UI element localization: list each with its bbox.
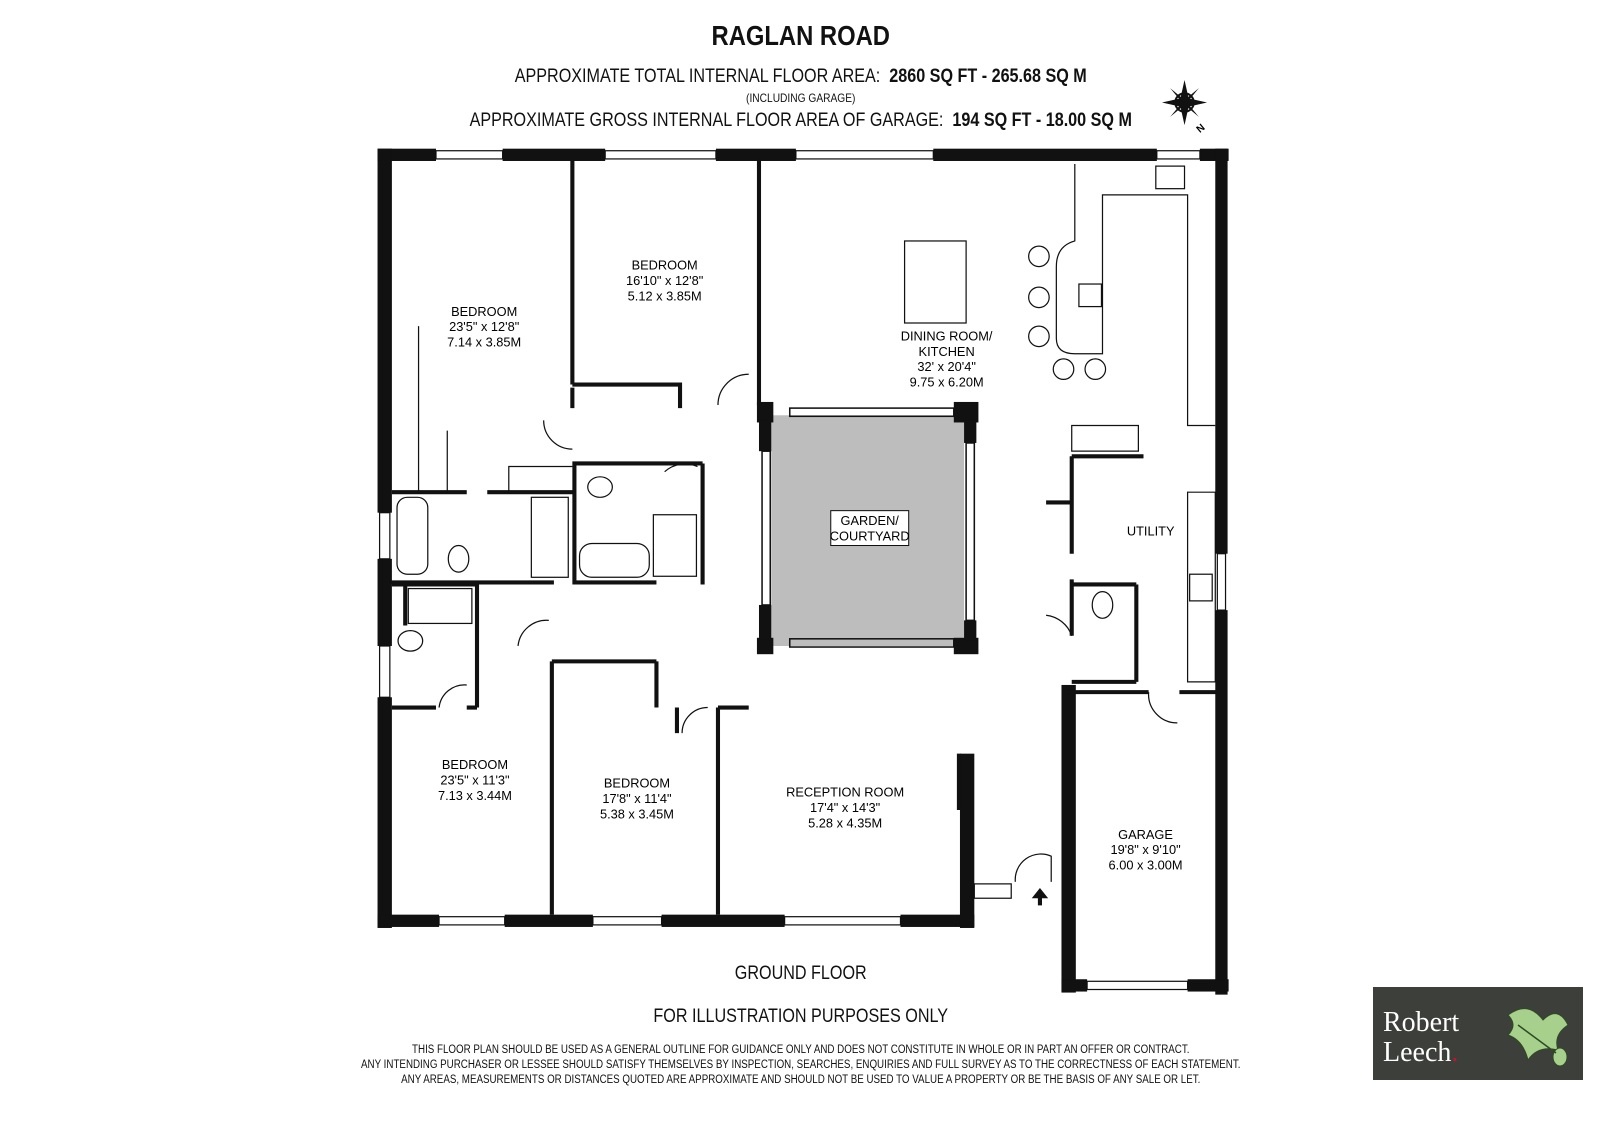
garage-area: APPROXIMATE GROSS INTERNAL FLOOR AREA OF… (121, 110, 1481, 132)
svg-text:5.28 x 4.35M: 5.28 x 4.35M (808, 815, 882, 830)
svg-text:17'8" x 11'4": 17'8" x 11'4" (602, 791, 671, 806)
svg-text:5.12 x 3.85M: 5.12 x 3.85M (628, 288, 702, 303)
outer-walls (377, 148, 1229, 995)
oak-leaf-icon (1507, 1008, 1569, 1067)
svg-text:BEDROOM: BEDROOM (604, 775, 670, 790)
svg-text:23'5" x 12'8": 23'5" x 12'8" (449, 319, 519, 334)
svg-text:23'5" x 11'3": 23'5" x 11'3" (440, 772, 509, 787)
svg-text:BEDROOM: BEDROOM (632, 258, 698, 273)
entrance-arrow-icon (1031, 887, 1049, 906)
svg-text:GARDEN/: GARDEN/ (841, 513, 900, 528)
disclaimer-line: ANY INTENDING PURCHASER OR LESSEE SHOULD… (361, 1059, 1241, 1071)
interior-walls (389, 158, 1223, 915)
logo-line2-text: Leech (1383, 1037, 1452, 1068)
compass-north-label: N (1195, 122, 1208, 135)
agency-logo: Robert Leech. (1373, 987, 1583, 1080)
svg-text:32' x 20'4": 32' x 20'4" (917, 359, 976, 374)
total-area-value: 2860 SQ FT - 265.68 SQ M (889, 66, 1087, 87)
logo-line2: Leech. (1383, 1037, 1459, 1068)
room-courtyard: GARDEN/COURTYARD (830, 510, 910, 547)
svg-text:UTILITY: UTILITY (1127, 523, 1175, 538)
illustration-note: FOR ILLUSTRATION PURPOSES ONLY (653, 1006, 949, 1027)
svg-text:9.75 x 6.20M: 9.75 x 6.20M (910, 375, 984, 390)
svg-text:7.14 x 3.85M: 7.14 x 3.85M (447, 335, 521, 350)
total-area-label: APPROXIMATE TOTAL INTERNAL FLOOR AREA: (514, 66, 881, 87)
svg-text:16'10" x 12'8": 16'10" x 12'8" (626, 273, 703, 288)
compass-icon: N (1161, 79, 1208, 136)
total-area: APPROXIMATE TOTAL INTERNAL FLOOR AREA: 2… (121, 66, 1481, 88)
fixtures (396, 164, 1216, 882)
dining-table (903, 240, 967, 324)
logo-line1: Robert (1383, 1007, 1460, 1038)
svg-text:BEDROOM: BEDROOM (451, 304, 517, 319)
floor-label: GROUND FLOOR (734, 963, 867, 984)
svg-text:DINING ROOM/: DINING ROOM/ (901, 328, 993, 343)
svg-text:19'8" x 9'10": 19'8" x 9'10" (1110, 842, 1180, 857)
svg-text:7.13 x 3.44M: 7.13 x 3.44M (438, 788, 512, 803)
including-note: (INCLUDING GARAGE) (746, 91, 856, 105)
courtyard-walls (756, 401, 979, 655)
disclaimer-line: THIS FLOOR PLAN SHOULD BE USED AS A GENE… (412, 1044, 1190, 1056)
svg-text:RECEPTION ROOM: RECEPTION ROOM (786, 785, 904, 800)
garage-area-value: 194 SQ FT - 18.00 SQ M (952, 110, 1132, 131)
disclaimer-line: ANY AREAS, MEASUREMENTS OR DISTANCES QUO… (401, 1074, 1201, 1086)
svg-text:COURTYARD: COURTYARD (830, 528, 910, 543)
courtyard-windows (761, 407, 976, 648)
svg-text:5.38 x 3.45M: 5.38 x 3.45M (600, 806, 674, 821)
svg-text:17'4" x 14'3": 17'4" x 14'3" (810, 800, 880, 815)
garage-area-label: APPROXIMATE GROSS INTERNAL FLOOR AREA OF… (469, 110, 944, 131)
plan-title: RAGLAN ROAD (711, 20, 891, 51)
svg-text:KITCHEN: KITCHEN (919, 344, 975, 359)
windows (378, 150, 1227, 991)
svg-text:BEDROOM: BEDROOM (442, 757, 508, 772)
svg-text:GARAGE: GARAGE (1118, 827, 1173, 842)
room-utility: UTILITY (1127, 523, 1175, 538)
svg-text:6.00 x 3.00M: 6.00 x 3.00M (1109, 858, 1183, 873)
